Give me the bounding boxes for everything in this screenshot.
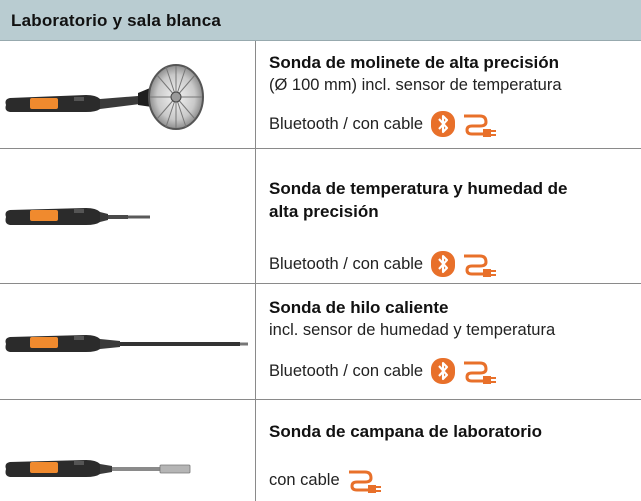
row-divider: [0, 148, 641, 149]
cable-plug-icon: [348, 470, 381, 493]
table-header: Laboratorio y sala blanca: [0, 0, 641, 41]
product-name: Sonda de hilo caliente: [269, 298, 449, 317]
product-text-cell: Sonda de temperatura y humedad de alta p…: [256, 149, 641, 283]
product-image-cell: [0, 284, 256, 399]
connectivity-label: con cable: [269, 470, 340, 489]
product-name: Sonda de campana de laboratorio: [269, 422, 543, 441]
product-image-cell: [0, 41, 256, 148]
product-text-cell: Sonda de molinete de alta precisión (Ø 1…: [256, 41, 641, 148]
product-description: incl. sensor de humedad y temperatura: [269, 321, 556, 339]
product-image-cell: [0, 400, 256, 501]
lab-hood-probe-image: [5, 460, 191, 477]
product-name-line2: alta precisión: [269, 202, 379, 221]
connectivity: Bluetooth / con cable: [269, 251, 498, 277]
cable-plug-icon: [464, 114, 497, 137]
connectivity-label: Bluetooth / con cable: [269, 114, 424, 133]
connectivity-label: Bluetooth / con cable: [269, 361, 424, 380]
row-divider: [0, 283, 641, 284]
product-name-line1: Sonda de temperatura y humedad de: [269, 179, 568, 198]
product-description: (Ø 100 mm) incl. sensor de temperatura: [269, 76, 562, 94]
product-text-cell: Sonda de campana de laboratorio con cabl…: [256, 400, 641, 501]
hotwire-probe-image: [5, 335, 248, 352]
humidity-probe-image: [5, 208, 150, 225]
table-title: Laboratorio y sala blanca: [11, 11, 222, 30]
table-row: Sonda de campana de laboratorio con cabl…: [0, 400, 641, 501]
cable-plug-icon: [464, 361, 497, 384]
table-row: Sonda de hilo caliente incl. sensor de h…: [0, 284, 641, 399]
cable-plug-icon: [464, 254, 497, 277]
table-row: Sonda de molinete de alta precisión (Ø 1…: [0, 41, 641, 148]
connectivity: con cable: [269, 467, 383, 493]
product-text-cell: Sonda de hilo caliente incl. sensor de h…: [256, 284, 641, 399]
connectivity-label: Bluetooth / con cable: [269, 254, 424, 273]
product-image-cell: [0, 149, 256, 283]
connectivity: Bluetooth / con cable: [269, 111, 498, 137]
vane-probe-image: [5, 64, 204, 130]
bluetooth-icon: [431, 251, 456, 277]
bluetooth-icon: [431, 358, 456, 384]
row-divider: [0, 399, 641, 400]
connectivity: Bluetooth / con cable: [269, 358, 498, 384]
product-name: Sonda de molinete de alta precisión: [269, 53, 560, 72]
bluetooth-icon: [431, 111, 456, 137]
table-row: Sonda de temperatura y humedad de alta p…: [0, 149, 641, 283]
